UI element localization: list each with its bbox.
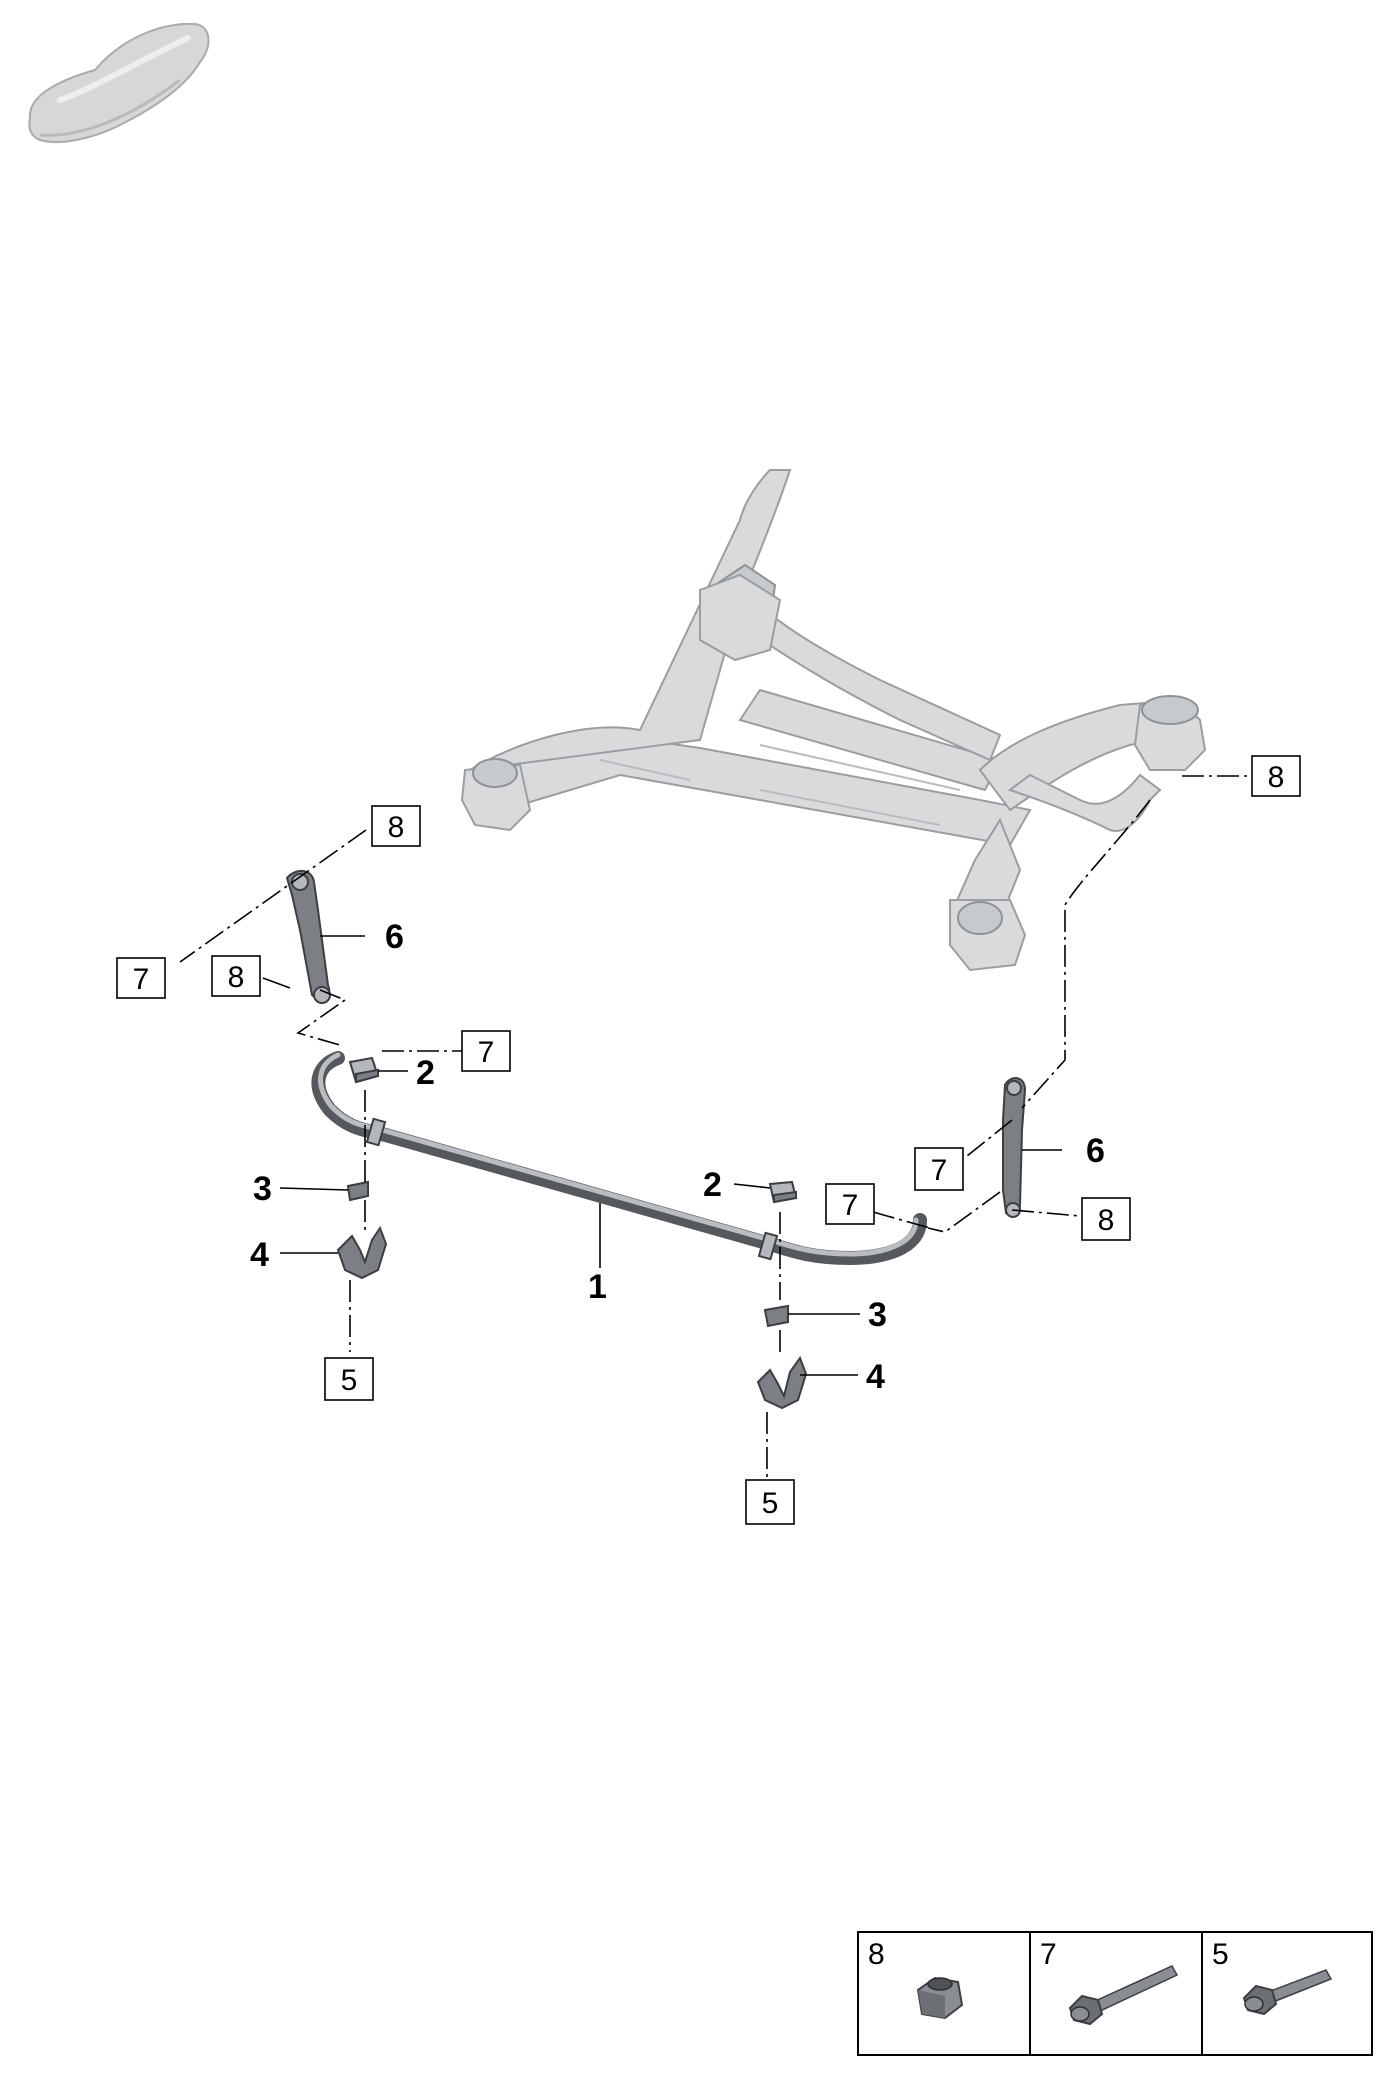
svg-text:8: 8 bbox=[388, 811, 405, 844]
reference-lines bbox=[179, 775, 1250, 1478]
coupling-rod-left bbox=[285, 870, 331, 1004]
svg-text:7: 7 bbox=[1040, 1938, 1057, 1971]
svg-text:7: 7 bbox=[133, 963, 150, 996]
fastener-legend: 8 7 5 bbox=[857, 1931, 1373, 2056]
svg-text:5: 5 bbox=[341, 1364, 358, 1397]
bearing-half-right bbox=[763, 1304, 789, 1328]
stabilizer-bar bbox=[311, 1051, 927, 1265]
callout-5-right[interactable]: 5 bbox=[745, 1479, 795, 1525]
callout-6-left[interactable]: 6 bbox=[385, 918, 404, 956]
callout-8-right[interactable]: 8 bbox=[1081, 1197, 1131, 1241]
callout-2-left[interactable]: 2 bbox=[416, 1054, 435, 1092]
callout-7-right[interactable]: 7 bbox=[914, 1147, 964, 1191]
car-thumbnail-icon bbox=[28, 22, 210, 143]
callout-3-left[interactable]: 3 bbox=[253, 1170, 272, 1208]
legend-cell-nut[interactable]: 8 bbox=[868, 1938, 964, 2020]
callout-6-right[interactable]: 6 bbox=[1086, 1132, 1105, 1170]
callout-7-left[interactable]: 7 bbox=[116, 957, 166, 999]
callout-8-top-left[interactable]: 8 bbox=[371, 805, 421, 847]
svg-text:5: 5 bbox=[762, 1487, 779, 1520]
callout-2-right[interactable]: 2 bbox=[703, 1166, 722, 1204]
svg-text:8: 8 bbox=[1098, 1204, 1115, 1237]
svg-text:8: 8 bbox=[868, 1938, 885, 1971]
nut-icon bbox=[916, 1976, 964, 2020]
leader-lines bbox=[262, 935, 1062, 1376]
bushing-left bbox=[348, 1056, 380, 1084]
legend-cell-short-bolt[interactable]: 5 bbox=[1212, 1938, 1333, 2016]
long-bolt-icon bbox=[1068, 1965, 1179, 2026]
bracket-right bbox=[756, 1355, 808, 1410]
subframe-illustration bbox=[460, 469, 1207, 972]
svg-text:7: 7 bbox=[478, 1036, 495, 1069]
callout-5-left[interactable]: 5 bbox=[324, 1357, 374, 1401]
bracket-left bbox=[336, 1225, 388, 1280]
callout-8-left[interactable]: 8 bbox=[211, 955, 261, 997]
legend-cell-long-bolt[interactable]: 7 bbox=[1040, 1938, 1179, 2026]
callout-7-mid-left[interactable]: 7 bbox=[461, 1030, 511, 1072]
bearing-half-left bbox=[346, 1180, 369, 1202]
svg-text:5: 5 bbox=[1212, 1938, 1229, 1971]
coupling-rod-right bbox=[1002, 1077, 1027, 1218]
svg-text:7: 7 bbox=[931, 1154, 948, 1187]
callout-4-left[interactable]: 4 bbox=[250, 1236, 269, 1274]
short-bolt-icon bbox=[1242, 1969, 1333, 2016]
bushing-right bbox=[768, 1180, 798, 1204]
callout-1[interactable]: 1 bbox=[588, 1268, 607, 1306]
callout-4-right[interactable]: 4 bbox=[866, 1358, 885, 1396]
callout-3-right[interactable]: 3 bbox=[868, 1296, 887, 1334]
svg-text:8: 8 bbox=[1268, 761, 1285, 794]
callout-7-mid-right[interactable]: 7 bbox=[825, 1183, 875, 1225]
svg-text:7: 7 bbox=[842, 1189, 859, 1222]
svg-text:8: 8 bbox=[228, 961, 245, 994]
callout-8-top-right[interactable]: 8 bbox=[1251, 755, 1301, 797]
